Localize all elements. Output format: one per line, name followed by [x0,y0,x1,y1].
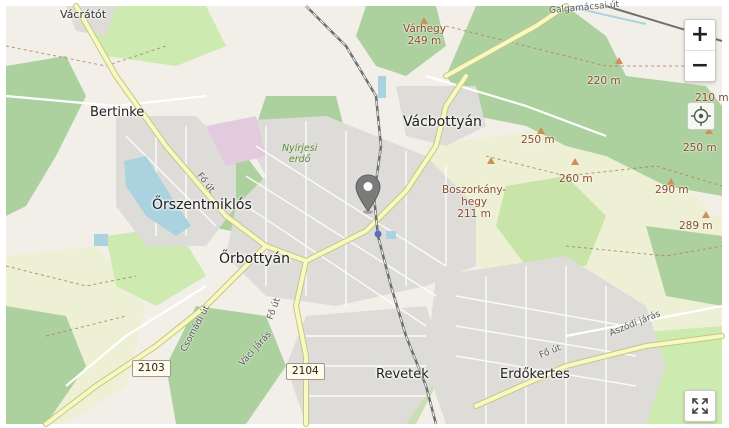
map-container[interactable]: Vácrátót Bertinke Őrszentmiklós Őrbottyá… [5,0,729,427]
place-label-vacratot: Vácrátót [60,8,107,21]
zoom-out-button[interactable]: − [685,50,715,81]
peak-label-220: 220 m [587,75,621,87]
route-shield-2104: 2104 [286,363,325,380]
place-label-revetek: Revetek [376,367,429,382]
fullscreen-icon [692,398,708,414]
peak-label-250-a: 250 m [521,134,555,146]
peak-label-210: 210 m [695,92,729,104]
locate-button[interactable] [687,102,715,130]
fullscreen-button[interactable] [684,390,716,422]
map-tiles[interactable] [5,3,725,427]
peak-label-250-b: 250 m [683,142,717,154]
wood-label-nyirjesi-erdo: Nyírjesi erdő [282,143,318,165]
place-label-vacbottyan: Vácbottyán [403,114,482,130]
locate-icon [691,106,711,126]
location-marker[interactable] [355,174,381,214]
zoom-in-button[interactable]: + [690,22,710,47]
place-label-orbottyan: Őrbottyán [219,251,290,267]
route-shield-2103: 2103 [132,360,171,377]
place-label-orszentmiklos: Őrszentmiklós [152,197,252,213]
peak-label-260: 260 m [559,173,593,185]
zoom-control: + − [684,19,716,82]
peak-label-289: 289 m [679,220,713,232]
peak-label-290: 290 m [655,184,689,196]
map-pin-icon [355,174,381,214]
place-label-erdokertes: Erdőkertes [500,367,570,382]
place-label-bertinke: Bertinke [90,105,145,120]
peak-label-boszorkanyhegy: Boszorkány- hegy 211 m [442,184,507,220]
peak-label-varhegy: Várhegy 249 m [403,23,446,47]
